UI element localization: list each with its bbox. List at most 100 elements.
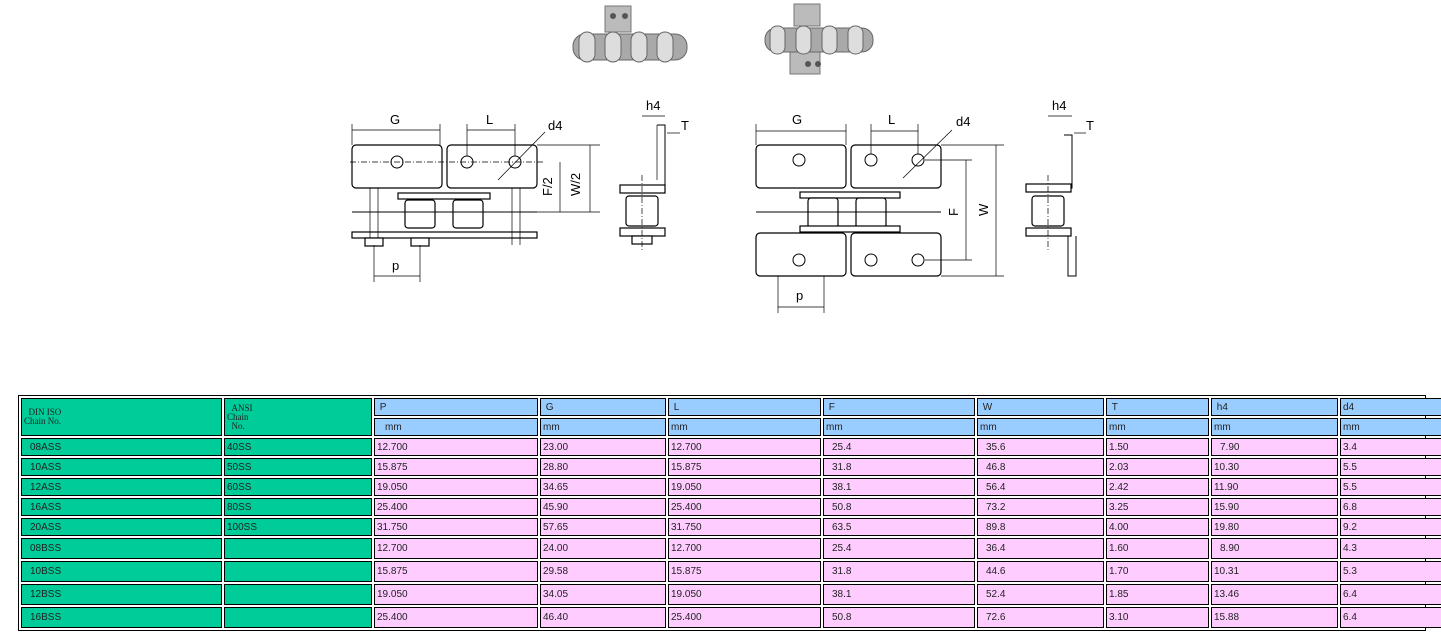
value-cell-L: 31.750	[668, 518, 821, 536]
value-cell-d4: 6.4	[1340, 584, 1441, 605]
value-cell-T: 3.10	[1106, 607, 1209, 628]
value-cell-d4: 3.4	[1340, 438, 1441, 456]
din-chain-no-cell: 16ASS	[21, 498, 222, 516]
value-cell-d4: 9.2	[1340, 518, 1441, 536]
dim-label-T: T	[681, 118, 689, 133]
value-cell-h4: 10.31	[1211, 561, 1338, 582]
dim-label-p-double: p	[796, 288, 803, 303]
value-cell-G: 34.65	[540, 478, 666, 496]
value-cell-d4: 4.3	[1340, 538, 1441, 559]
value-cell-L: 12.700	[668, 438, 821, 456]
value-cell-F: 63.5	[823, 518, 975, 536]
header-W: W	[977, 398, 1104, 416]
header-P: P	[374, 398, 538, 416]
value-cell-G: 45.90	[540, 498, 666, 516]
header-din-iso: DIN ISO Chain No.	[21, 398, 222, 436]
value-cell-P: 25.400	[374, 607, 538, 628]
value-cell-d4: 5.5	[1340, 478, 1441, 496]
header-label: F	[828, 401, 835, 413]
value-cell-G: 46.40	[540, 607, 666, 628]
header-ansi: ANSI Chain No.	[224, 398, 372, 436]
header-ansi-chain-label: Chain	[227, 411, 249, 422]
header-din-iso-label: DIN ISO	[28, 407, 62, 417]
double-side-attachment-chain-photo	[764, 3, 874, 75]
dim-label-W: W	[976, 203, 991, 216]
value-cell-T: 1.70	[1106, 561, 1209, 582]
unit-cell-L: mm	[668, 418, 821, 436]
value-cell-W: 46.8	[977, 458, 1104, 476]
value-cell-T: 3.25	[1106, 498, 1209, 516]
header-label: T	[1111, 401, 1118, 413]
value-cell-h4: 7.90	[1211, 438, 1338, 456]
dim-label-T-double: T	[1086, 118, 1094, 133]
header-G: G	[540, 398, 666, 416]
ansi-chain-no-cell	[224, 607, 372, 628]
dim-label-F-half: F/2	[540, 177, 555, 196]
value-cell-h4: 13.46	[1211, 584, 1338, 605]
value-cell-h4: 10.30	[1211, 458, 1338, 476]
din-chain-no-cell: 08BSS	[21, 538, 222, 559]
din-chain-no-cell: 10ASS	[21, 458, 222, 476]
double-side-front-view: G L d4 F W p	[755, 112, 1004, 313]
dim-label-d4-double: d4	[956, 114, 970, 129]
value-cell-h4: 19.80	[1211, 518, 1338, 536]
ansi-chain-no-cell	[224, 538, 372, 559]
value-cell-W: 56.4	[977, 478, 1104, 496]
value-cell-d4: 6.4	[1340, 607, 1441, 628]
value-cell-d4: 5.3	[1340, 561, 1441, 582]
value-cell-W: 52.4	[977, 584, 1104, 605]
double-side-side-view: h4 T	[1025, 98, 1094, 277]
value-cell-h4: 15.90	[1211, 498, 1338, 516]
header-T: T	[1106, 398, 1209, 416]
single-side-front-view: G L d4 F/2 W/2 p	[350, 112, 600, 282]
value-cell-P: 19.050	[374, 478, 538, 496]
value-cell-T: 2.03	[1106, 458, 1209, 476]
unit-cell-G: mm	[540, 418, 666, 436]
value-cell-L: 25.400	[668, 498, 821, 516]
unit-cell-d4: mm	[1340, 418, 1441, 436]
technical-drawings: G L d4 F/2 W/2 p h4 T	[350, 98, 1094, 313]
value-cell-W: 72.6	[977, 607, 1104, 628]
value-cell-F: 50.8	[823, 607, 975, 628]
header-L: L	[668, 398, 821, 416]
dim-label-W-half: W/2	[568, 173, 583, 196]
unit-cell-P: mm	[374, 418, 538, 436]
dim-label-G: G	[390, 112, 400, 127]
unit-cell-h4: mm	[1211, 418, 1338, 436]
unit-cell-W: mm	[977, 418, 1104, 436]
ansi-chain-no-cell: 100SS	[224, 518, 372, 536]
value-cell-L: 15.875	[668, 458, 821, 476]
header-label: W	[982, 401, 993, 413]
value-cell-d4: 6.8	[1340, 498, 1441, 516]
unit-cell-F: mm	[823, 418, 975, 436]
value-cell-P: 12.700	[374, 538, 538, 559]
value-cell-P: 15.875	[374, 458, 538, 476]
value-cell-F: 38.1	[823, 584, 975, 605]
header-d4: d4	[1340, 398, 1441, 416]
value-cell-W: 73.2	[977, 498, 1104, 516]
value-cell-L: 19.050	[668, 584, 821, 605]
header-ansi-no-label: No.	[231, 420, 245, 431]
value-cell-G: 24.00	[540, 538, 666, 559]
value-cell-G: 28.80	[540, 458, 666, 476]
value-cell-W: 35.6	[977, 438, 1104, 456]
value-cell-h4: 15.88	[1211, 607, 1338, 628]
din-chain-no-cell: 20ASS	[21, 518, 222, 536]
header-label: L	[673, 401, 680, 413]
value-cell-T: 2.42	[1106, 478, 1209, 496]
value-cell-T: 1.60	[1106, 538, 1209, 559]
dim-label-L-double: L	[888, 112, 895, 127]
dim-label-d4: d4	[548, 118, 562, 133]
header-ansi-label: ANSI	[231, 402, 253, 413]
header-label: P	[379, 401, 387, 413]
value-cell-W: 89.8	[977, 518, 1104, 536]
din-chain-no-cell: 16BSS	[21, 607, 222, 628]
ansi-chain-no-cell: 40SS	[224, 438, 372, 456]
din-chain-no-cell: 12ASS	[21, 478, 222, 496]
